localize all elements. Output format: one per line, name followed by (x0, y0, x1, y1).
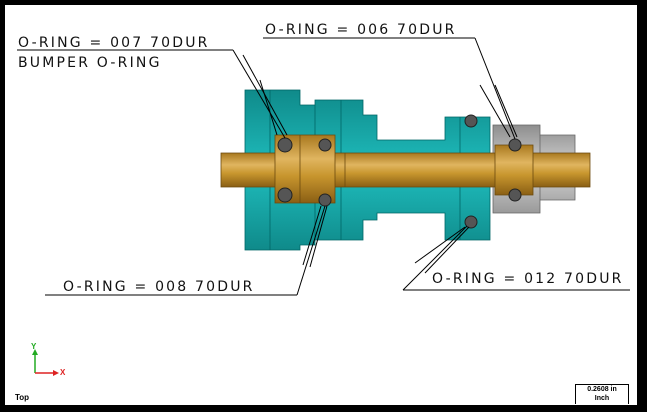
scale-value: 0.2608 in (587, 386, 617, 393)
scale-unit: Inch (594, 395, 610, 402)
cad-viewport[interactable]: O-RING = 007 70DUR BUMPER O-RING O-RING … (5, 5, 637, 405)
callout-bumper-oring: BUMPER O-RING (18, 55, 162, 71)
assembly-drawing (17, 37, 630, 376)
oring-007-top (277, 137, 293, 153)
axis-triad (32, 349, 59, 376)
view-label: Top (15, 393, 30, 402)
scale-bar: 0.2608 in Inch (575, 384, 629, 404)
leader-lines (17, 37, 630, 296)
callout-oring-007: O-RING = 007 70DUR (18, 35, 210, 51)
oring-008-top (318, 138, 332, 152)
callout-oring-012: O-RING = 012 70DUR (432, 271, 624, 287)
o-rings (277, 114, 522, 229)
oring-008-bottom (318, 193, 332, 207)
callout-oring-006: O-RING = 006 70DUR (265, 22, 457, 38)
oring-006-top (508, 138, 522, 152)
oring-012-top (464, 114, 478, 128)
axis-y-label: Y (31, 342, 37, 351)
callout-oring-008: O-RING = 008 70DUR (63, 279, 255, 295)
oring-007-bottom (277, 187, 293, 203)
axis-x-label: X (60, 368, 66, 377)
oring-006-bottom (508, 188, 522, 202)
shaft (220, 134, 591, 204)
oring-012-bottom (464, 215, 478, 229)
